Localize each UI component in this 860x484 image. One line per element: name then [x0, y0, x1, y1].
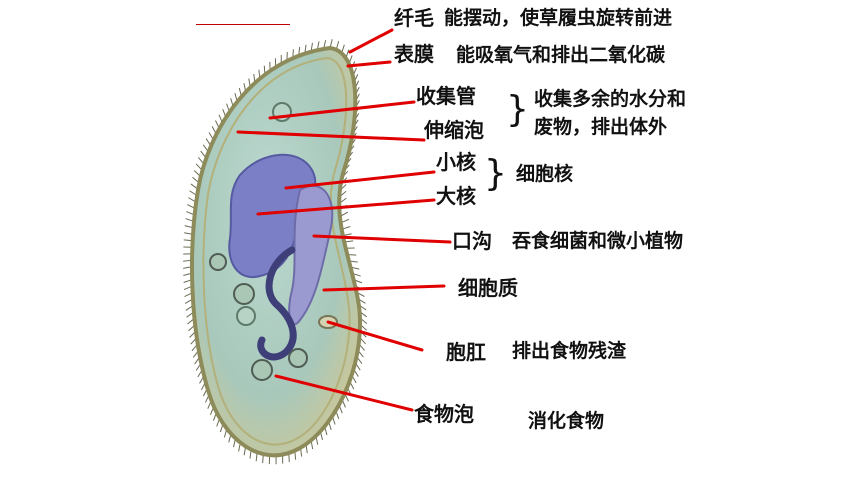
label-membrane: 表膜 [394, 42, 434, 66]
brace-vacuole: } [506, 89, 529, 130]
label-oral-groove: 口沟 [452, 229, 492, 253]
brace-nucleus: } [484, 153, 507, 194]
food-vacuole-function: 消化食物 [528, 410, 605, 432]
cilia-function: 能摆动，使草履虫旋转前进 [444, 7, 673, 29]
oral-groove-function: 吞食细菌和微小植物 [512, 230, 684, 252]
oral-groove-shape [288, 184, 334, 326]
pointer-lines [236, 28, 452, 412]
label-contractile-vacuole: 伸缩泡 [424, 118, 484, 142]
contractile-vacuole-bottom [236, 306, 256, 326]
nucleus-function: 细胞核 [516, 163, 574, 185]
vacuole-function-line-1: 收集多余的水分和 [534, 88, 687, 110]
anal-pore-function: 排出食物残渣 [512, 340, 627, 362]
label-cytoplasm: 细胞质 [458, 276, 518, 300]
label-macronucleus: 大核 [436, 184, 476, 208]
inner-membrane [202, 56, 351, 446]
gullet [257, 246, 297, 361]
food-vacuoles [209, 253, 308, 381]
label-cilia: 纤毛 [394, 6, 434, 30]
decorative-underline [196, 24, 290, 25]
label-collecting-canal: 收集管 [416, 84, 476, 108]
vacuole-function-line-2: 废物，排出体外 [534, 116, 668, 138]
membrane-function: 能吸氧气和排出二氧化碳 [456, 44, 666, 66]
label-food-vacuole: 食物泡 [414, 402, 474, 426]
label-anal-pore: 胞肛 [446, 340, 486, 364]
macronucleus-shape [228, 153, 317, 279]
label-micronucleus: 小核 [436, 150, 476, 174]
